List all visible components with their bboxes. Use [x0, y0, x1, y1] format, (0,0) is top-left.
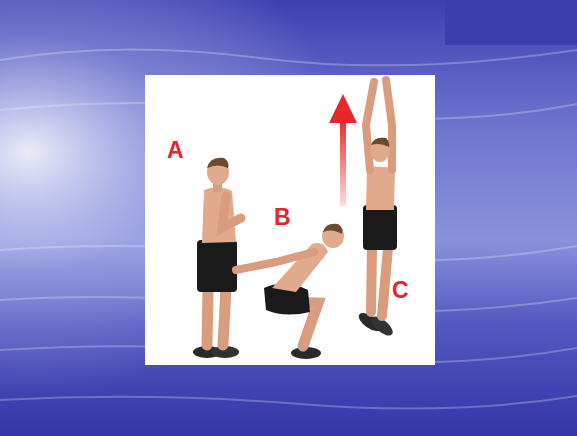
waves — [0, 49, 577, 408]
phase-letter: B — [274, 206, 291, 229]
photo-panel — [145, 75, 435, 365]
figure-squatting — [236, 224, 344, 359]
phase-letter: C — [392, 279, 409, 302]
corner-block — [445, 0, 577, 45]
jump-arrow — [329, 94, 357, 206]
figure-standing — [193, 158, 241, 358]
figure-jumping — [356, 80, 397, 339]
phase-letter: A — [167, 139, 184, 162]
